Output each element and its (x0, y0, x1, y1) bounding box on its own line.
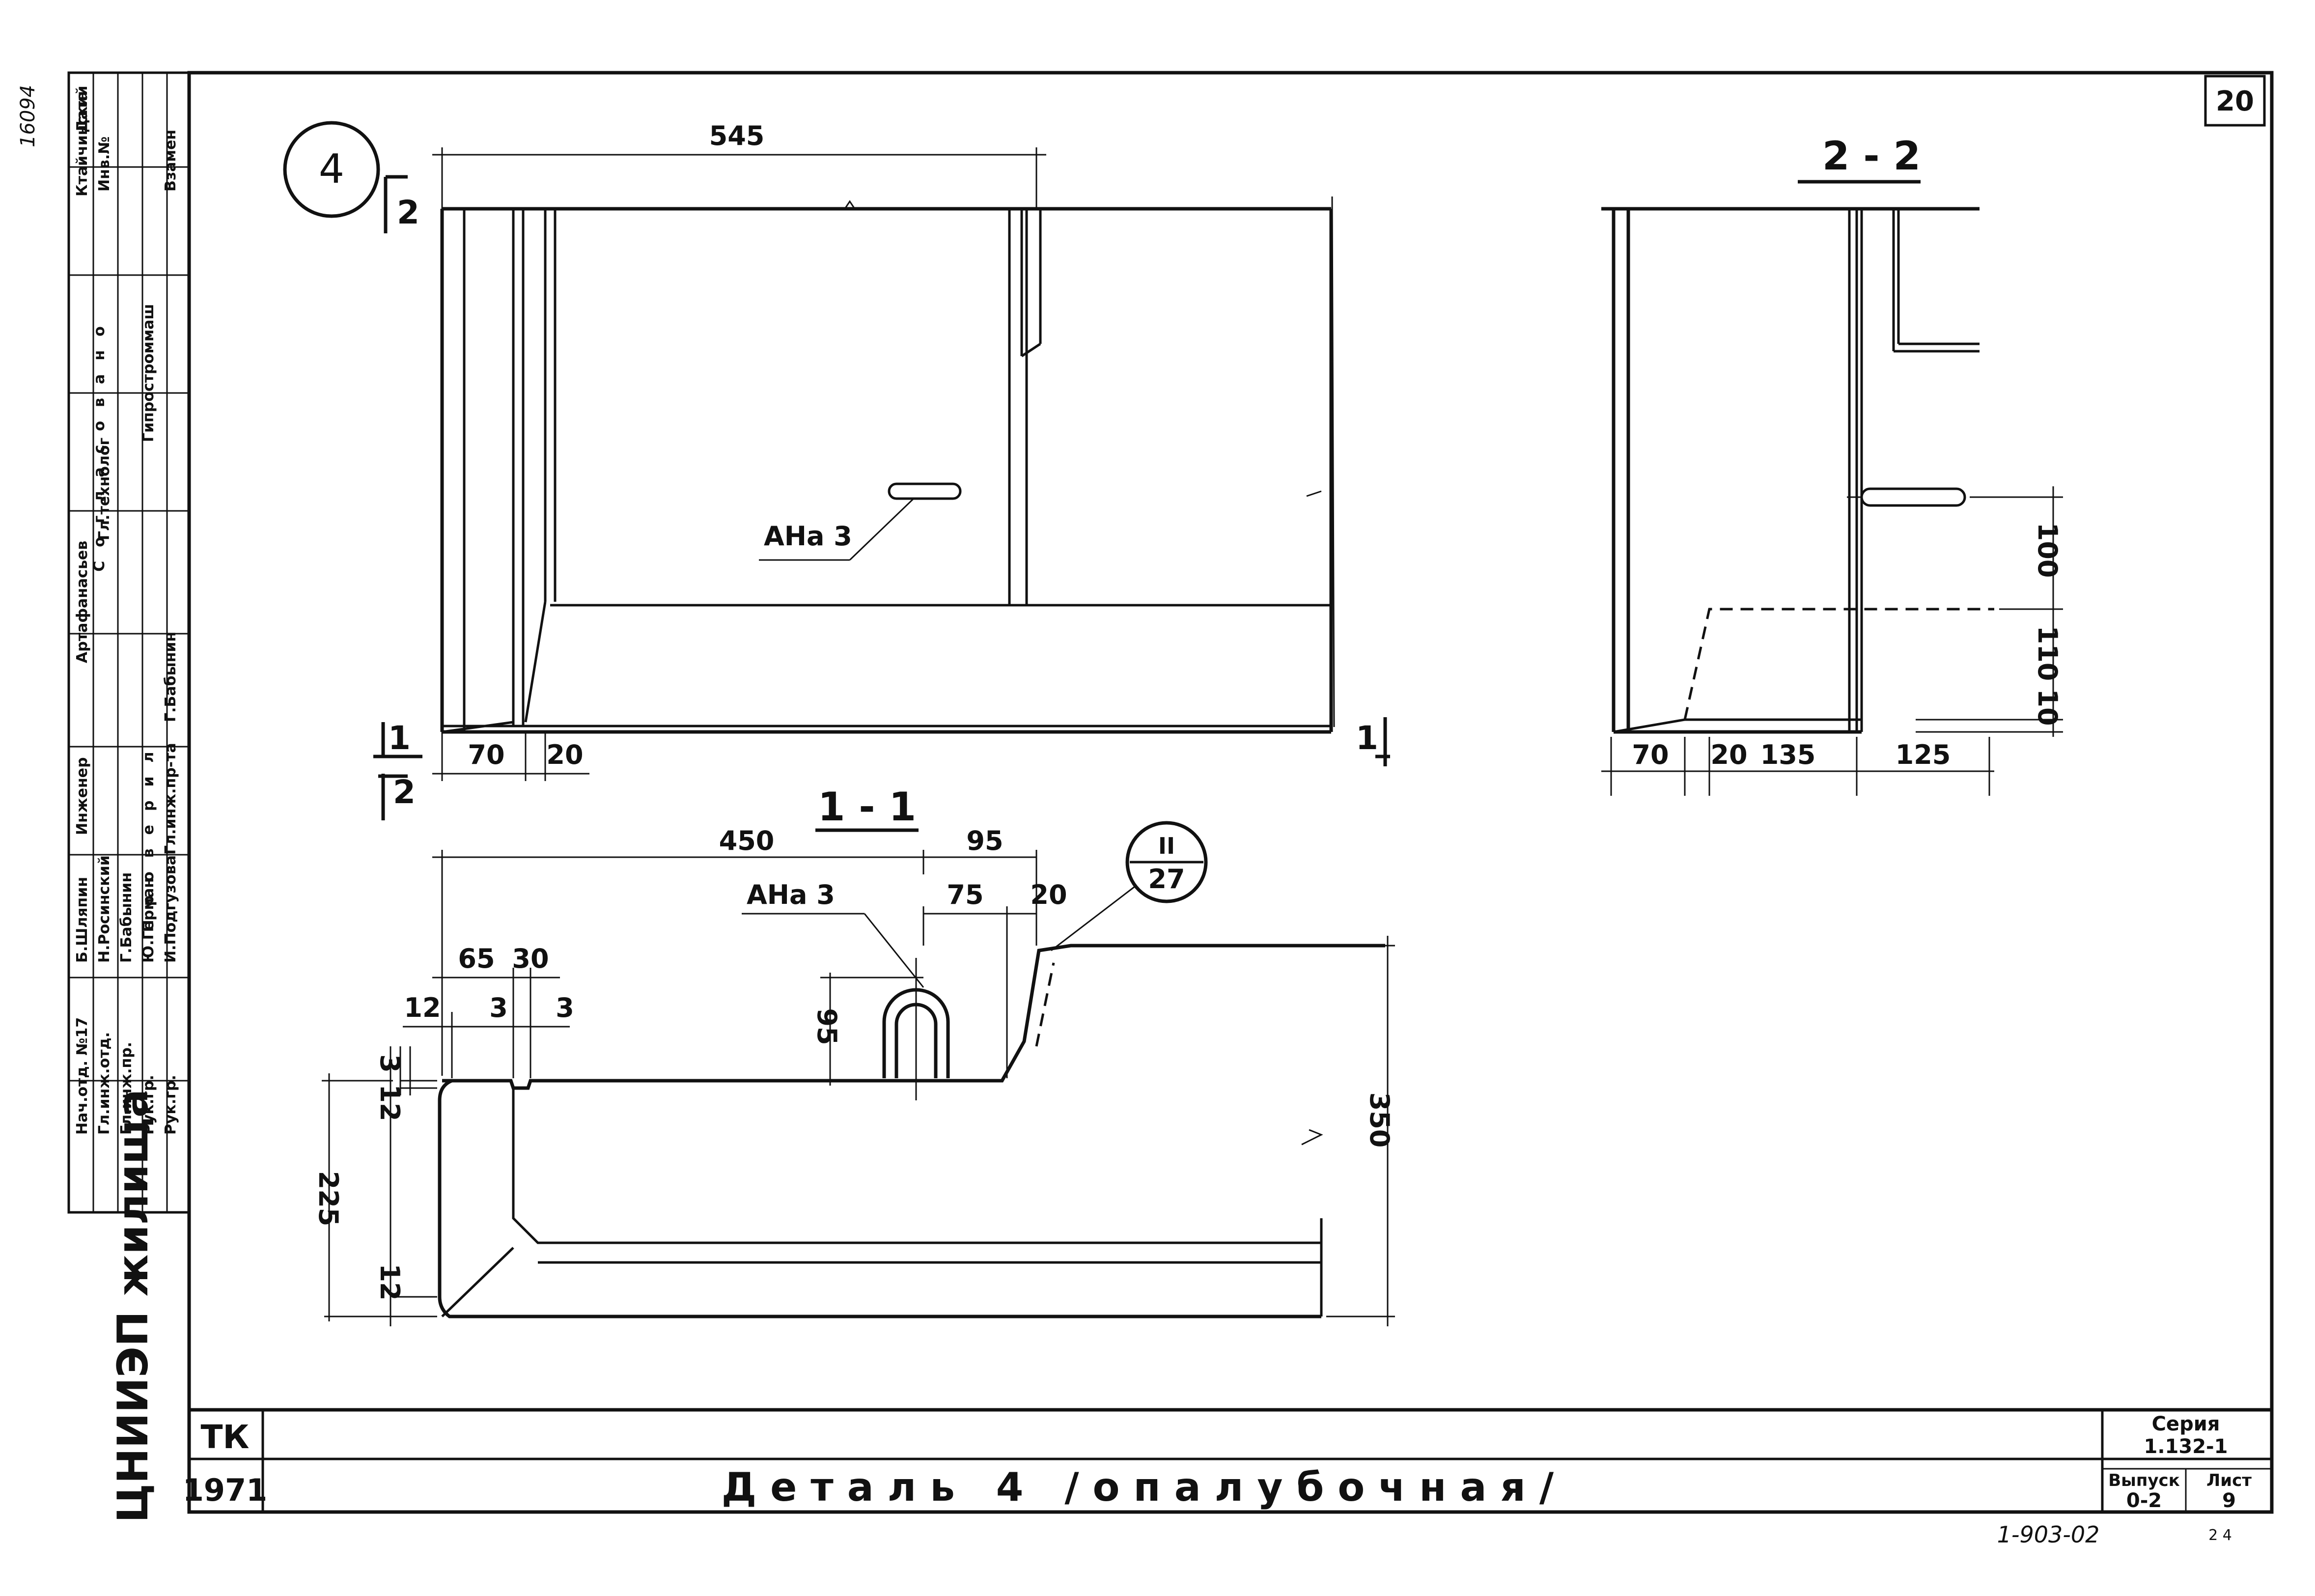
stamp-role-5: Рук.гр. (162, 1075, 179, 1135)
title-block-year: 1971 (183, 1472, 268, 1508)
dim-65: 65 (458, 943, 495, 974)
dim-2-2-70: 70 (1632, 739, 1669, 770)
archive-number: 16094 (17, 85, 39, 147)
sheet-frame (187, 71, 2274, 1514)
dim-2-2-110: 110 (2032, 626, 2063, 681)
plan-anchor-label: АНа 3 (764, 521, 852, 552)
section-1-1-dimensions: 450 95 75 20 65 30 12 3 3 95 3 (313, 825, 1395, 1326)
stamp-approval-4: Артафанасьев (74, 541, 91, 663)
dim-225: 225 (313, 1171, 344, 1227)
stamp-role-4: Рук.гр. (140, 1075, 157, 1135)
stamp-name-5: И.Подгузова (162, 855, 179, 963)
dim-30: 30 (512, 943, 549, 974)
issue-label: Выпуск (2108, 1471, 2180, 1490)
dim-95-top: 95 (966, 825, 1003, 856)
series-value: 1.132-1 (2144, 1435, 2228, 1458)
title-block-code: ТК (201, 1418, 250, 1456)
dim-2-2-125: 125 (1896, 739, 1951, 770)
plan-dimensions: 545 70 20 (432, 120, 1046, 781)
stamp-name-4: Ю.Герман (140, 878, 157, 963)
callout-bottom: 27 (1148, 864, 1185, 895)
sheet-value: 9 (2222, 1489, 2236, 1512)
cut-markers: 2 1 2 1 (373, 175, 1390, 820)
dim-2-2-135: 135 (1760, 739, 1816, 770)
dim-95-anchor: 95 (811, 1008, 842, 1045)
cut-label-top: 2 (397, 194, 419, 231)
section-1-1-title: 1 - 1 (818, 784, 916, 830)
stamp-role-3: Гл.инж.пр. (118, 1042, 135, 1135)
series-label: Серия (2152, 1413, 2220, 1435)
dim-12-vert-bottom: 12 (374, 1263, 405, 1300)
section-1-1-view: АНа 3 II 27 (438, 821, 1385, 1318)
stamp-approval-1: Гл.технолог (96, 438, 113, 540)
dim-20-top: 20 (1030, 879, 1067, 910)
stamp-name-2: Н.Росинский (96, 855, 113, 963)
stamp-role-2: Гл.инж.отд. (96, 1032, 113, 1135)
cut-label-right: 1 (1356, 719, 1378, 757)
section-2-2-dimensions: 70 20 135 125 100 110 10 (1601, 486, 2063, 796)
stamp-checker-2: Гл.инж.пр-та (162, 743, 179, 855)
section-2-2-title: 2 - 2 (1822, 133, 1921, 179)
issue-value: 0-2 (2126, 1489, 2162, 1512)
dim-450: 450 (719, 825, 775, 856)
dim-350: 350 (1364, 1092, 1395, 1148)
dim-plan-70: 70 (468, 739, 504, 770)
dim-3-left: 3 (489, 992, 508, 1023)
dim-3-vert: 3 (374, 1054, 405, 1073)
drawing-title: Деталь 4 /опалубочная/ (722, 1464, 1567, 1510)
detail-number: 4 (319, 146, 344, 193)
side-stamp (67, 71, 191, 1214)
org-name: ЦНИИЭП жилища (109, 1089, 158, 1523)
footer-number: 1-903-02 (1997, 1521, 2100, 1548)
sheet-label: Лист (2206, 1471, 2252, 1490)
dim-2-2-20: 20 (1710, 739, 1747, 770)
dim-75: 75 (947, 879, 983, 910)
dim-12-top: 12 (404, 992, 441, 1023)
stamp-name-1: Б.Шляпин (74, 877, 91, 963)
cut-label-bl2: 2 (393, 773, 416, 811)
dim-3-right: 3 (556, 992, 574, 1023)
approved-header: Согласовано (91, 312, 108, 571)
sheet-number: 20 (2216, 85, 2254, 117)
dim-2-2-10: 10 (2032, 689, 2063, 726)
stamp-col-inv: Инв.№ (96, 137, 113, 192)
stamp-name-3: Г.Бабынин (118, 872, 135, 963)
checked-header: Проверил (140, 738, 157, 932)
stamp-checker-1: Инженер (74, 757, 91, 835)
stamp-role-1: Нач.отд. №17 (74, 1017, 91, 1135)
section-anchor-label: АНа 3 (747, 879, 835, 910)
cut-label-bl1: 1 (388, 719, 411, 757)
plan-view: АНа 3 (440, 196, 1335, 734)
callout-top: II (1158, 833, 1175, 859)
stamp-col-date: Дата (74, 91, 91, 133)
dim-plan-20: 20 (546, 739, 583, 770)
footer-suffix: 2 4 (2208, 1527, 2232, 1544)
detail-circle (283, 121, 380, 218)
stamp-checker-3: Г.Бабынин (162, 632, 179, 722)
stamp-col-replace: Взамен (162, 130, 179, 192)
dim-2-2-100: 100 (2032, 523, 2063, 578)
dim-545: 545 (709, 120, 765, 151)
stamp-approval-3: Ктайчинский (74, 85, 91, 196)
section-2-2-view (1601, 207, 1994, 734)
dim-12-vert-top: 12 (374, 1084, 405, 1121)
stamp-approval-2: Гипростроммаш (140, 304, 157, 442)
